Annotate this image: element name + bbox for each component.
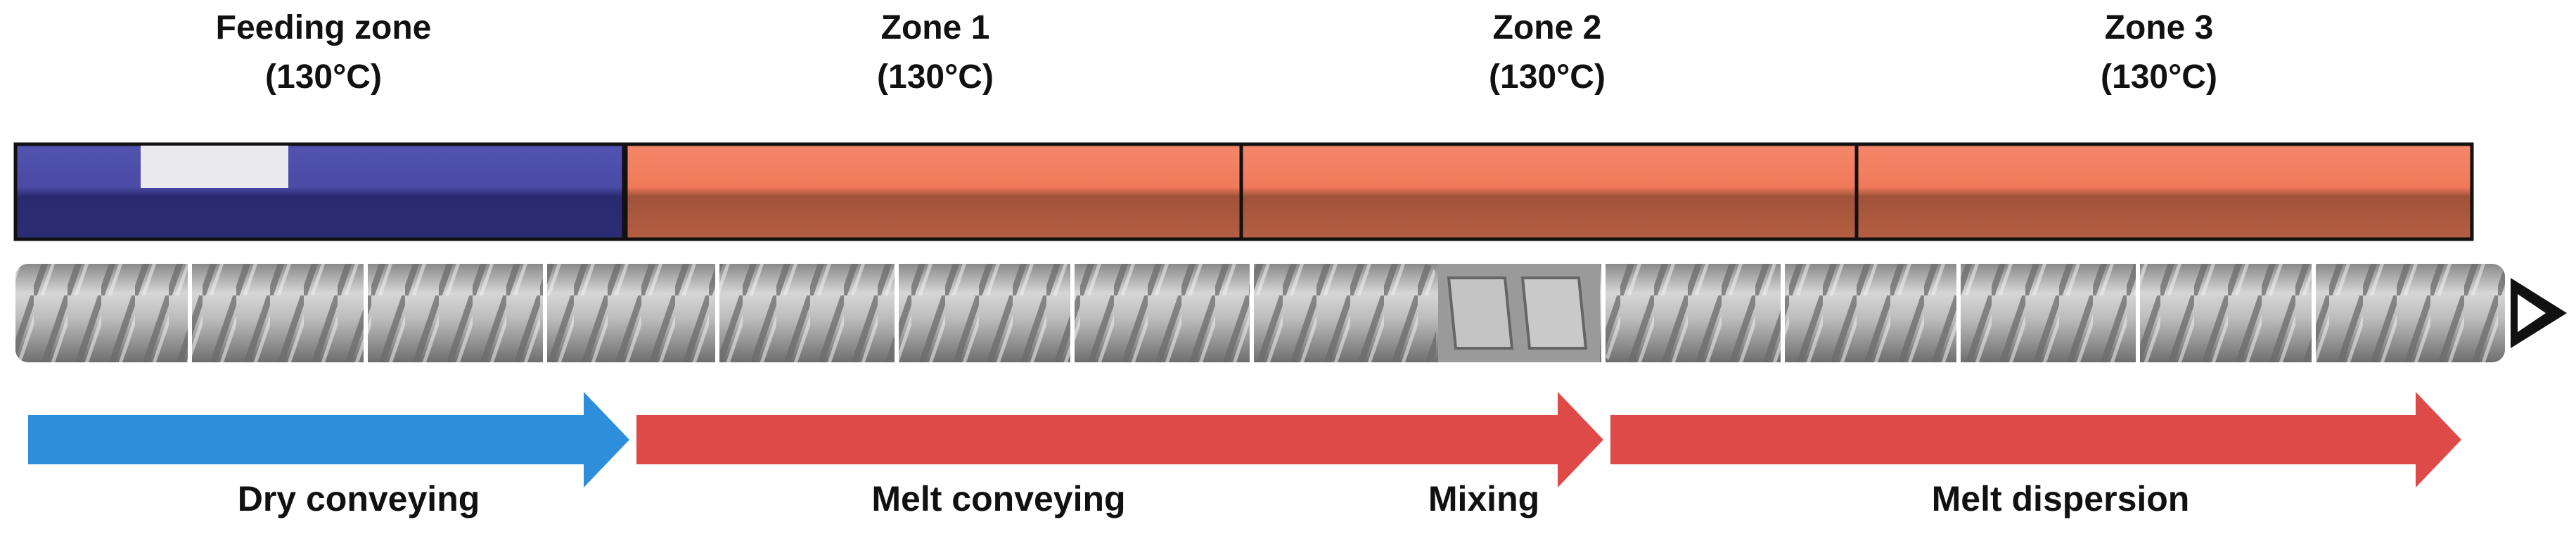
barrel [13, 142, 2474, 241]
barrel-feeding-zone [13, 142, 626, 241]
screw [15, 264, 2567, 362]
kneading-disc [1520, 276, 1588, 350]
arrow-melt-dispersion [1610, 392, 2461, 488]
zone-temp: (130°C) [265, 58, 382, 96]
stage-label-dry-conveying: Dry conveying [237, 479, 480, 518]
stage-label-melt-dispersion: Melt dispersion [1931, 479, 2190, 518]
hopper-opening [141, 146, 288, 188]
zone-name: Feeding zone [215, 9, 432, 46]
zone-name: Zone 1 [880, 9, 990, 46]
process-arrows [28, 392, 2461, 488]
element-dividers [188, 264, 2316, 362]
screw-flights [15, 264, 1436, 362]
zone-name: Zone 3 [2104, 9, 2214, 46]
zone-name: Zone 2 [1492, 9, 1602, 46]
stage-label-melt-conveying: Melt conveying [871, 479, 1126, 518]
arrow-dry-conveying [28, 392, 629, 488]
zone-label-feeding: Feeding zone (130°C) [176, 4, 471, 102]
zone-label-1: Zone 1 (130°C) [788, 4, 1083, 102]
barrel-zone-3 [1854, 142, 2474, 241]
zone-temp: (130°C) [877, 58, 994, 96]
barrel-zone-2 [1239, 142, 1859, 241]
zone-label-2: Zone 2 (130°C) [1399, 4, 1695, 102]
zone-temp: (130°C) [1489, 58, 1606, 96]
kneading-disc [1447, 276, 1514, 350]
stage-label-mixing: Mixing [1428, 479, 1540, 518]
zone-temp: (130°C) [2101, 58, 2217, 96]
die-tip-highlight [2518, 294, 2546, 332]
arrow-melt-conveying [636, 392, 1603, 488]
screw-flights [1603, 264, 2505, 362]
zone-label-3: Zone 3 (130°C) [2011, 4, 2307, 102]
barrel-zone-1 [624, 142, 1243, 241]
